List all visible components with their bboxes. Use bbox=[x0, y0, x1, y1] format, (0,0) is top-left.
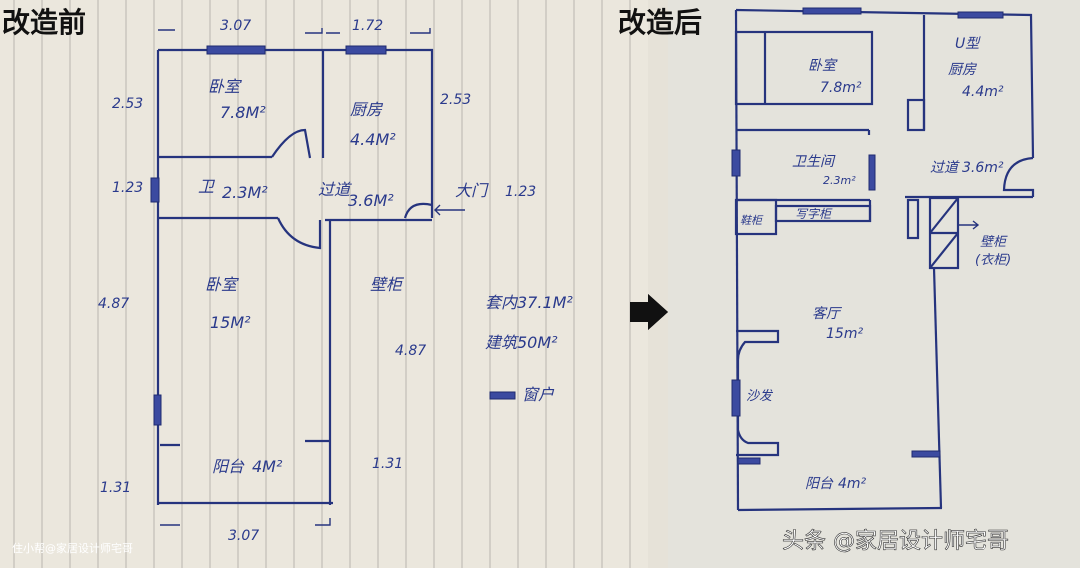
label-wardrobe: 壁柜 bbox=[980, 235, 1008, 250]
inner-area: 套内37.1M² bbox=[485, 293, 573, 312]
label-entrance: 大门 bbox=[455, 181, 489, 200]
watermark-left: 住小帮@家居设计师宅哥 bbox=[12, 541, 133, 555]
area-bedroom-after: 7.8m² bbox=[820, 80, 862, 96]
after-windows bbox=[731, 7, 1004, 465]
label-wardrobe-note: (衣柜) bbox=[975, 253, 1011, 268]
dim-left-bottom: 1.31 bbox=[100, 480, 131, 496]
dim-left-top: 2.53 bbox=[112, 96, 143, 112]
area-corridor: 3.6M² bbox=[348, 191, 394, 210]
dim-top-right: 1.72 bbox=[352, 18, 383, 34]
label-corridor-after: 过道 bbox=[930, 160, 960, 176]
dim-left-large: 4.87 bbox=[98, 296, 129, 312]
dim-right-bottom: 1.31 bbox=[372, 456, 403, 472]
area-bedroom-large: 15M² bbox=[210, 313, 251, 332]
dim-right-mid: 1.23 bbox=[505, 184, 536, 200]
watermark-right: 头条 @家居设计师宅哥 bbox=[782, 529, 1009, 554]
arrow-right-icon-overlay bbox=[630, 294, 668, 330]
label-sofa: 沙发 bbox=[746, 389, 774, 404]
label-balcony-after: 阳台 bbox=[805, 476, 834, 492]
area-bath: 2.3M² bbox=[222, 183, 268, 202]
dim-right-large: 4.87 bbox=[395, 343, 426, 359]
label-kitchen: 厨房 bbox=[350, 100, 384, 119]
label-cabinet: 壁柜 bbox=[370, 275, 405, 294]
dimension-arrows bbox=[158, 28, 465, 526]
area-balcony: 4M² bbox=[252, 457, 283, 476]
dim-bottom: 3.07 bbox=[228, 528, 259, 544]
label-bathroom-after: 卫生间 bbox=[792, 154, 836, 170]
label-corridor: 过道 bbox=[318, 180, 352, 199]
label-shoe-cabinet: 鞋柜 bbox=[740, 214, 764, 227]
label-bath: 卫 bbox=[198, 177, 216, 196]
dimensions: 3.07 1.72 2.53 2.53 1.23 1.23 4.87 4.87 … bbox=[98, 18, 536, 544]
label-kitchen-after: 厨房 bbox=[948, 62, 977, 78]
label-balcony: 阳台 bbox=[212, 457, 245, 476]
paper-after bbox=[668, 0, 1080, 568]
label-living: 客厅 bbox=[812, 306, 843, 322]
after-title: 改造后 bbox=[618, 6, 702, 39]
area-living: 15m² bbox=[826, 326, 863, 342]
before-title: 改造前 bbox=[2, 6, 86, 39]
label-bedroom-small: 卧室 bbox=[208, 77, 242, 96]
paper-lines bbox=[13, 0, 631, 568]
dim-right-top: 2.53 bbox=[440, 92, 471, 108]
dim-left-mid: 1.23 bbox=[112, 180, 143, 196]
area-corridor-after: 3.6m² bbox=[962, 160, 1004, 176]
area-bathroom-after: 2.3m² bbox=[823, 174, 856, 187]
gross-area: 建筑50M² bbox=[485, 333, 558, 352]
window-legend-label: 窗户 bbox=[522, 385, 555, 404]
before-windows bbox=[150, 45, 516, 426]
area-kitchen-after: 4.4m² bbox=[962, 84, 1004, 100]
dim-top-left: 3.07 bbox=[220, 18, 251, 34]
label-bedroom-after: 卧室 bbox=[808, 58, 838, 74]
label-desk-cabinet: 写字柜 bbox=[795, 207, 833, 221]
area-balcony-after: 4m² bbox=[838, 476, 867, 492]
window-legend-swatch bbox=[489, 391, 516, 400]
label-kitchen-type: U型 bbox=[955, 36, 981, 52]
area-kitchen: 4.4M² bbox=[350, 130, 396, 149]
wardrobe-pointer-arrow bbox=[958, 220, 980, 230]
label-bedroom-large: 卧室 bbox=[205, 275, 239, 294]
area-bedroom-small: 7.8M² bbox=[220, 103, 266, 122]
